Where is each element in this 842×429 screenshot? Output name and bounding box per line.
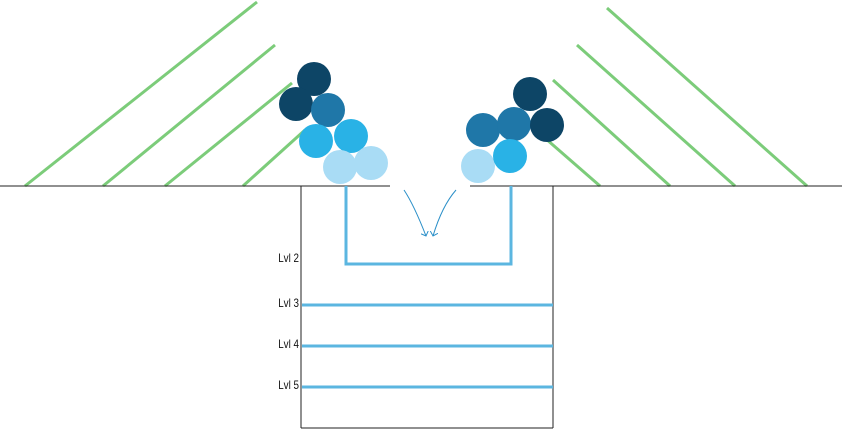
ball [497, 107, 531, 141]
hatch-line [606, 6, 808, 188]
ball [311, 93, 345, 127]
arrow-left [403, 189, 426, 236]
ball [279, 87, 313, 121]
shaft-outline [300, 186, 554, 429]
hatch-line [241, 128, 307, 188]
flow-arrows [403, 189, 457, 236]
ball [461, 149, 495, 183]
ball [466, 113, 500, 147]
ball [493, 139, 527, 173]
hatch-line [24, 0, 258, 188]
ball [530, 108, 564, 142]
hatch-line [102, 43, 276, 188]
level-3-label: Lvl 3 [278, 296, 299, 310]
hatch-line [164, 81, 293, 188]
level-5-label: Lvl 5 [278, 378, 299, 392]
ball [513, 77, 547, 111]
hatch-line [576, 43, 736, 188]
level-lines [302, 186, 553, 389]
ball [354, 146, 388, 180]
slope-hatching [24, 0, 808, 188]
ball-clusters [279, 62, 564, 184]
level-2-label: Lvl 2 [278, 251, 299, 265]
ball [297, 62, 331, 96]
ball [299, 124, 333, 158]
hatch-line [551, 78, 672, 188]
level-4-label: Lvl 4 [278, 337, 299, 351]
level-2-line [344, 186, 513, 266]
arrow-right [433, 189, 457, 236]
ball [323, 150, 357, 184]
ball [334, 119, 368, 153]
